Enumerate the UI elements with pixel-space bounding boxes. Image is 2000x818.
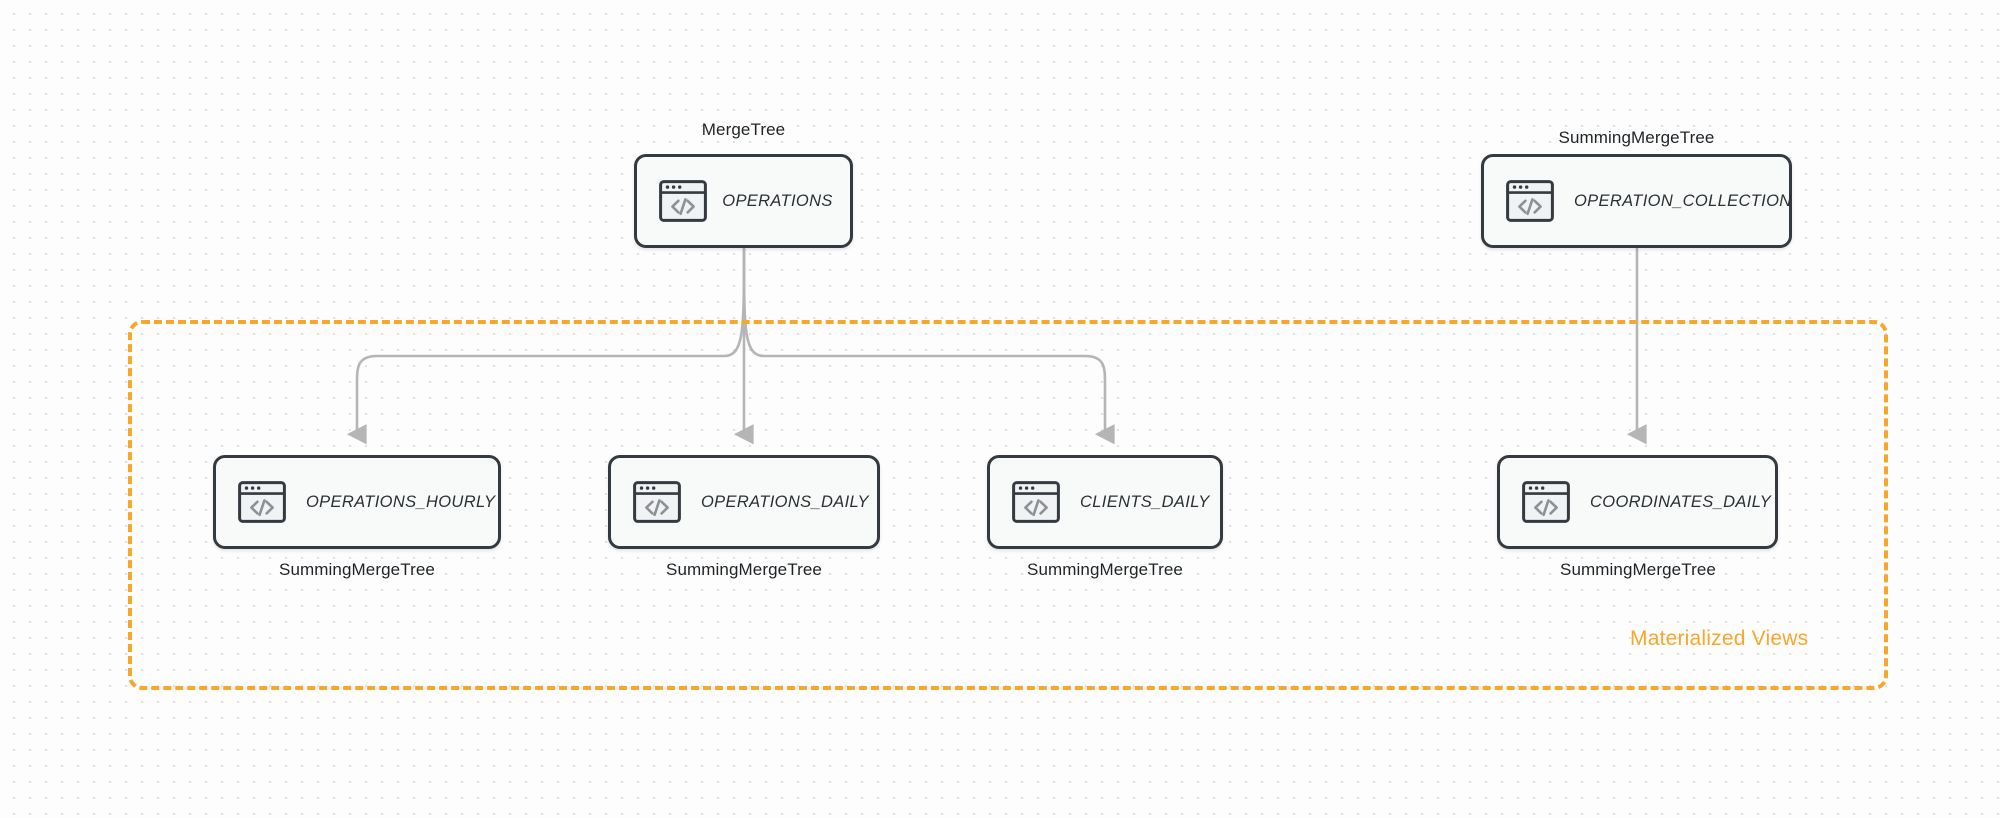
engine-caption-operations-hourly: SummingMergeTree [279,560,435,579]
node-label-operation-collection: OPERATION_COLLECTION [1574,191,1792,210]
node-operations-daily[interactable]: OPERATIONS_DAILY [608,455,880,549]
materialized-views-label: Materialized Views [1630,627,1809,650]
engine-caption-operations-daily: SummingMergeTree [666,560,822,579]
node-label-operations: OPERATIONS [722,191,833,210]
node-operations[interactable]: OPERATIONS [634,154,853,248]
code-window-icon [1012,481,1060,523]
code-window-icon [659,180,707,222]
node-label-operations-daily: OPERATIONS_DAILY [701,492,869,511]
engine-caption-clients-daily: SummingMergeTree [1027,560,1183,579]
node-label-operations-hourly: OPERATIONS_HOURLY [306,492,496,511]
code-window-icon [1522,481,1570,523]
code-window-icon [633,481,681,523]
engine-caption-operation-collection: SummingMergeTree [1558,128,1715,147]
node-coordinates-daily[interactable]: COORDINATES_DAILY [1497,455,1778,549]
engine-caption-operations: MergeTree [701,120,786,139]
node-label-clients-daily: CLIENTS_DAILY [1080,492,1210,511]
node-operation-collection[interactable]: OPERATION_COLLECTION [1481,154,1792,248]
engine-caption-coordinates-daily: SummingMergeTree [1560,560,1716,579]
code-window-icon [238,481,286,523]
node-operations-hourly[interactable]: OPERATIONS_HOURLY [213,455,501,549]
node-clients-daily[interactable]: CLIENTS_DAILY [987,455,1223,549]
code-window-icon [1506,180,1554,222]
node-label-coordinates-daily: COORDINATES_DAILY [1590,492,1772,511]
materialized-views-group [128,320,1888,690]
